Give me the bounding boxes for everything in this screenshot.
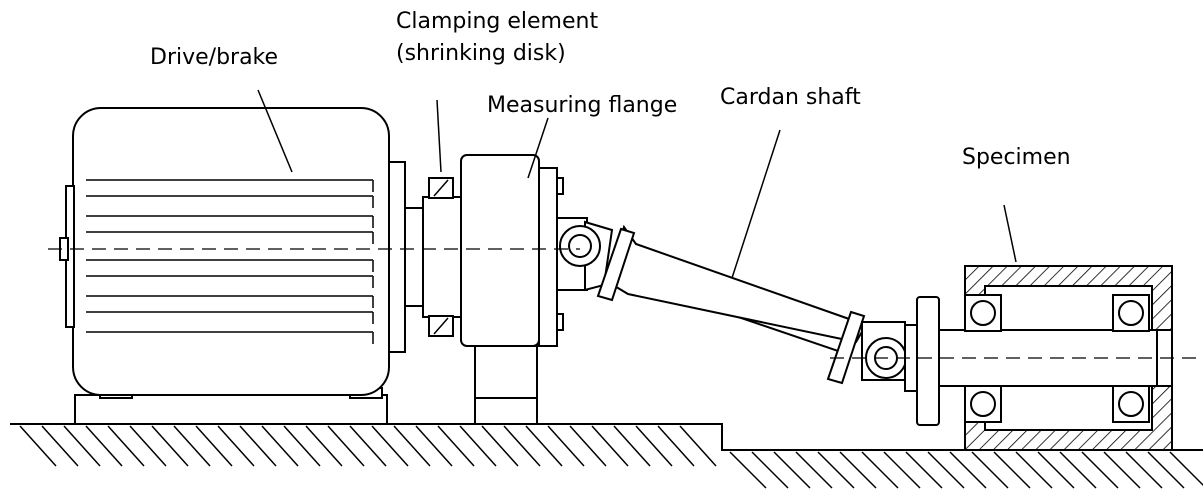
flange-bolt-bottom [556,313,564,331]
cardan-collar-left [596,227,636,302]
hatch-stroke [195,425,233,467]
hatch-stroke [1147,451,1185,489]
hatch-stroke [883,451,921,489]
flange-plate [538,167,558,347]
hatch-stroke [1081,451,1119,489]
hatch-stroke [569,425,607,467]
flange-body [460,154,540,347]
hatch-stroke [905,451,943,489]
hatch-stroke [415,425,453,467]
bearing-top-left [964,294,1002,332]
hatch-stroke [773,451,811,489]
specimen-input-flange [916,296,940,426]
leader-cardan-shaft [731,129,781,279]
hatch-stroke [107,425,145,467]
specimen [916,265,1173,451]
hatch-stroke [525,425,563,467]
cardan-tube-outline [606,224,868,344]
cardan-collar-right [826,310,866,385]
hatch-stroke [283,425,321,467]
clamping-hub [422,196,462,318]
hatch-stroke [1037,451,1075,489]
hatch-stroke [459,425,497,467]
clamping-element [422,177,462,337]
hatch-stroke [1015,451,1053,489]
hatch-stroke [503,425,541,467]
motor-body [72,107,390,396]
cardan-pin-left [568,234,592,258]
hatch-stroke [129,425,167,467]
label-cardan-shaft: Cardan shaft [720,85,861,110]
hatch-stroke [993,451,1031,489]
label-clamping-line2: (shrinking disk) [396,41,566,66]
hatch-stroke [839,451,877,489]
hatch-stroke [371,425,409,467]
hatch-stroke [751,451,789,489]
hatch-stroke [927,451,965,489]
hatch-stroke [1125,451,1163,489]
hatch-stroke [239,425,277,467]
hatch-stroke [1059,451,1097,489]
hatch-stroke [729,451,767,489]
motor-shaft-collar [404,207,424,307]
hatch-stroke [41,425,79,467]
hatch-stroke [85,425,123,467]
hatch-stroke [657,425,695,467]
motor-base [74,394,388,425]
leader-measuring-flange [527,117,549,179]
ground [10,423,1203,489]
flange-bolt-top [556,177,564,195]
bearing-top-right [1112,294,1150,332]
label-measuring-flange: Measuring flange [487,93,677,118]
hatch-stroke [613,425,651,467]
hatch-stroke [349,425,387,467]
hatch-stroke [949,451,987,489]
hatch-stroke [1103,451,1141,489]
hatch-stroke [261,425,299,467]
hatch-stroke [173,425,211,467]
ground-hatch-right [729,451,1203,489]
hatch-stroke [795,451,833,489]
hatch-stroke [971,451,1009,489]
hatch-stroke [679,425,717,467]
cardan-shaft [559,220,918,392]
label-clamping-line1: Clamping element [396,9,598,34]
hatch-stroke [393,425,431,467]
hatch-stroke [635,425,673,467]
motor-front-flange [388,161,406,353]
specimen-housing [964,265,1173,451]
hatch-stroke [861,451,899,489]
hatch-stroke [19,425,57,467]
drive-brake-motor [59,107,424,425]
flange-pedestal [474,345,538,425]
bearing-bottom-left [964,385,1002,423]
hatch-stroke [547,425,585,467]
leader-drive-brake [257,89,293,173]
hatch-stroke [305,425,343,467]
hatch-stroke [1169,451,1203,487]
bearing-bottom-right [1112,385,1150,423]
measuring-flange [460,154,588,425]
hatch-stroke [437,425,475,467]
hatch-stroke [481,425,519,467]
ground-hatch-left [19,425,717,467]
hatch-stroke [151,425,189,467]
hatch-stroke [817,451,855,489]
hatch-stroke [63,425,101,467]
hatch-stroke [327,425,365,467]
label-specimen: Specimen [962,145,1071,170]
hatch-stroke [217,425,255,467]
leader-clamping [436,99,442,173]
motor-cooling-fins [86,179,374,344]
leader-specimen [1003,204,1017,263]
label-drive-brake: Drive/brake [150,45,278,70]
hatch-stroke [591,425,629,467]
